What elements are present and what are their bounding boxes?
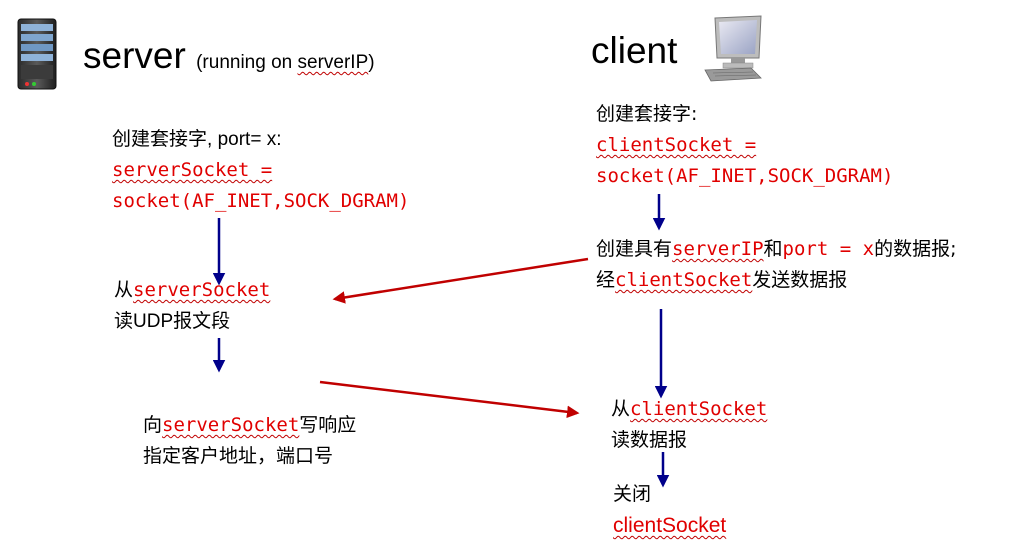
server-step2-socket: serverSocket [133,279,271,301]
client-title: client [591,30,678,71]
server-step2-line1: 从serverSocket [114,275,270,306]
server-step3-line1-prefix: 向 [143,414,163,436]
server-subtitle-ip: serverIP [297,52,369,73]
client-step4-line1: 关闭 [613,483,652,505]
server-step3-line1-suffix: 写响应 [299,414,357,436]
client-step1-line1: 创建套接字: [596,103,698,125]
client-step1-line2-text: clientSocket = [596,134,757,156]
server-step2-line2-prefix: 读 [114,310,134,332]
server-step1-line1-rest: , port= x: [207,129,282,150]
server-step2-line2: 读UDP报文段 [114,306,270,337]
server-subtitle-prefix: (running on [196,52,298,73]
client-step4-socket: clientSocket [613,514,727,537]
client-step-read-datagram: 从clientSocket 读数据报 [611,394,767,456]
client-step3-socket: clientSocket [630,398,768,420]
client-step2-line1-prefix: 创建具有 [596,238,673,260]
client-step2-socket: clientSocket [615,269,753,291]
computer-icon [703,14,765,84]
client-to-server-message-arrow [332,257,589,304]
server-step1-line3: socket(AF_INET,SOCK_DGRAM) [112,190,410,212]
client-step4-line2: clientSocket [613,510,726,541]
client-step-create-socket: 创建套接字: clientSocket = socket(AF_INET,SOC… [596,99,893,192]
server-subtitle: (running on serverIP) [196,52,374,73]
client-step2-line1-mid: 和 [763,238,783,260]
client-step2-line2-suffix: 发送数据报 [752,269,848,291]
server-title: server (running on serverIP) [83,37,375,74]
server-title-text: server [83,35,186,76]
client-step3-line2: 读数据报 [611,429,688,451]
server-icon [17,18,57,90]
server-step3-line2: 指定客户地址，端口号 [143,445,334,467]
client-step2-line1-suffix: 的数据报; [874,238,957,260]
server-step3-socket: serverSocket [162,414,300,436]
client-step3-line1-prefix: 从 [611,398,631,420]
client-step1-line2: clientSocket = [596,130,893,161]
server-to-client-message-arrow [319,380,580,419]
server-step1-line2: serverSocket = [112,155,409,186]
server-step-create-socket: 创建套接字, port= x: serverSocket = socket(AF… [112,124,409,217]
server-step2-line1-prefix: 从 [114,279,134,301]
client-step2-line2-prefix: 经 [596,269,616,291]
client-step1-line3: socket(AF_INET,SOCK_DGRAM) [596,165,894,187]
client-step2-port: port = x [782,238,875,260]
client-step-close-socket: 关闭 clientSocket [613,479,726,541]
server-step3-line1: 向serverSocket写响应 [143,410,356,441]
client-step3-line1: 从clientSocket [611,394,767,425]
server-step-write-reply: 向serverSocket写响应 指定客户地址，端口号 [143,410,356,472]
server-step1-line1: 创建套接字, port= x: [112,124,409,155]
client-step2-serverip: serverIP [672,238,764,260]
client-step-send-datagram: 创建具有serverIP和port = x的数据报; 经clientSocket… [596,234,956,296]
server-step1-line1-cn: 创建套接字 [112,128,208,150]
server-step2-line2-suffix: 报文段 [173,310,231,332]
server-step2-udp: UDP [133,311,174,332]
client-step2-line2: 经clientSocket发送数据报 [596,265,956,296]
client-step2-line1: 创建具有serverIP和port = x的数据报; [596,234,956,265]
server-step1-line2-text: serverSocket = [112,159,273,181]
server-step-read-segment: 从serverSocket 读UDP报文段 [114,275,270,337]
server-subtitle-suffix: ) [368,52,375,73]
